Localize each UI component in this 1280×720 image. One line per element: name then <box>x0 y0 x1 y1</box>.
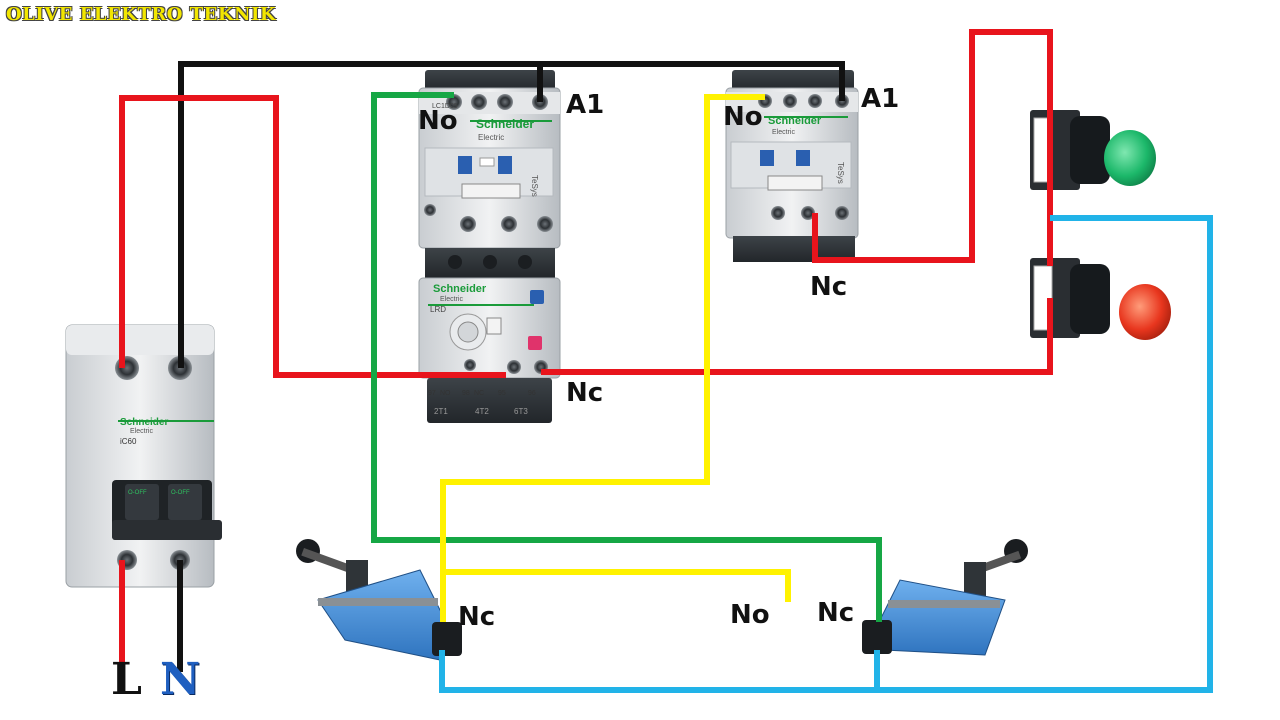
overload-term-nc: NC <box>474 390 484 397</box>
contactor-1-series: TeSys <box>530 175 539 197</box>
watermark: OLIVE ELEKTRO TEKNIK <box>6 4 277 25</box>
limit-switch-right-nc-label: Nc <box>817 598 855 628</box>
mcb-brand: Schneider <box>120 417 168 428</box>
overload-term-95: 95 <box>498 390 506 397</box>
stop-pushbutton-icon <box>1030 258 1171 340</box>
overload-terminal-2: 6T3 <box>514 407 528 416</box>
contactor-1-no-label: No <box>418 106 458 136</box>
wire-neutral-top <box>178 61 543 368</box>
contactor-1-sub: Electric <box>478 133 504 142</box>
contactor-1-model: LC1D09 <box>432 103 458 110</box>
limit-switch-right-icon <box>862 539 1028 656</box>
contactor-2-sub: Electric <box>772 129 795 136</box>
contactor-2-nc-label: Nc <box>810 272 848 302</box>
overload-term-98: 98 <box>462 390 470 397</box>
wire-blue-left <box>439 650 877 693</box>
wire-blue <box>874 215 1213 693</box>
wire-yellow-main <box>440 94 765 622</box>
overload-relay-sub: Electric <box>440 296 463 303</box>
contactor-1: Schneider Electric LC1D09 TeSys <box>418 70 561 278</box>
contactor-2: Schneider Electric TeSys <box>725 70 859 262</box>
overload-nc-label: Nc <box>566 378 604 408</box>
contactor-2-no-label: No <box>723 102 763 132</box>
overload-term-97: 97 <box>428 390 436 397</box>
limit-switch-left-icon <box>296 539 462 661</box>
overload-relay-model: LRD <box>430 305 446 314</box>
mcb-sub: Electric <box>130 428 153 435</box>
mcb-model: iC60 <box>120 437 137 446</box>
yellow-no-label: No <box>730 600 770 630</box>
overload-terminal-0: 2T1 <box>434 407 448 416</box>
wire-yellow-no <box>443 569 791 602</box>
wire-line-start <box>812 29 1053 266</box>
wire-neutral-bridge <box>540 61 845 101</box>
contactor-2-series: TeSys <box>836 162 845 184</box>
limit-switch-left-nc-label: Nc <box>458 602 496 632</box>
overload-relay-brand: Schneider <box>433 283 487 295</box>
mcb-state-1: O-OFF <box>128 490 147 496</box>
overload-term-96: 96 <box>528 390 536 397</box>
mcb-state-2: O-OFF <box>171 490 190 496</box>
wire-green <box>371 92 882 622</box>
mcb-breaker: Schneider Electric iC60 O-OFF O-OFF <box>65 324 222 588</box>
overload-term-no: NO <box>440 390 451 397</box>
contactor-2-a1-label: A1 <box>861 84 900 114</box>
neutral-label: N <box>160 654 201 705</box>
wire-line-stop <box>541 298 1053 375</box>
overload-terminal-1: 4T2 <box>475 407 489 416</box>
wire-line-main <box>119 95 506 378</box>
line-label: L <box>111 654 142 705</box>
contactor-1-brand: Schneider <box>476 117 534 131</box>
overload-relay: Schneider Electric LRD 2T1 4T2 6T3 <box>418 277 561 423</box>
contactor-1-a1-label: A1 <box>566 90 605 120</box>
